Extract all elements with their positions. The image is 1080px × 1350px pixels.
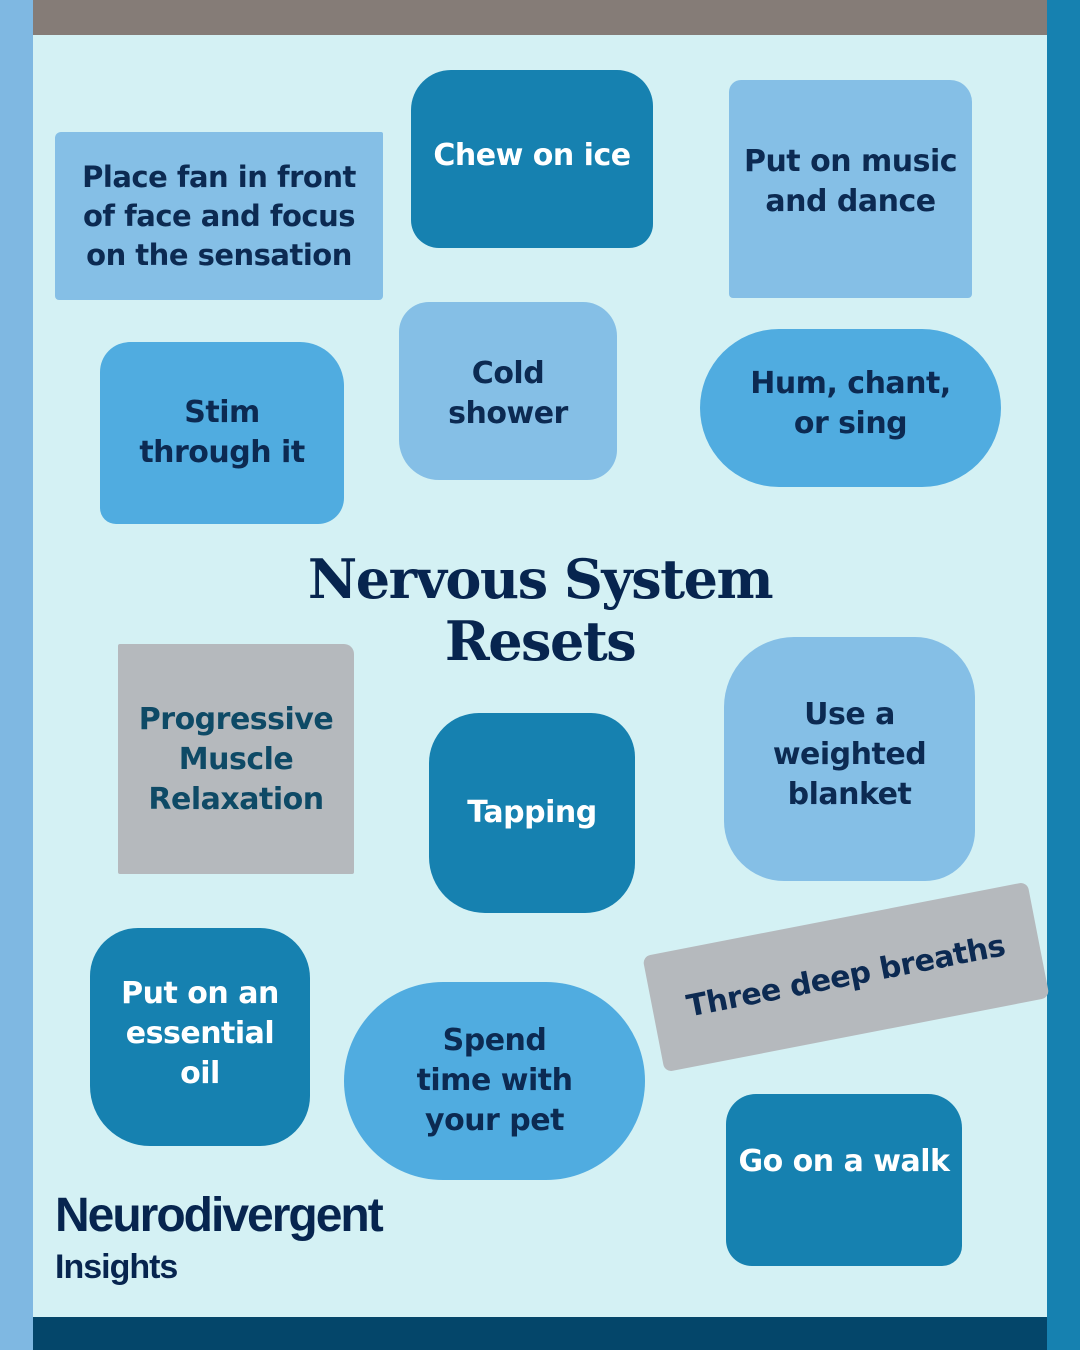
card-breaths-text: Three deep breaths	[683, 928, 1008, 1025]
card-ice-text: Chew on ice	[433, 138, 631, 173]
card-tapping-text: Tapping	[467, 795, 597, 830]
card-pet: Spend time with your pet	[344, 982, 645, 1180]
card-walk: Go on a walk	[726, 1094, 962, 1266]
top-border-bar	[33, 0, 1047, 35]
card-fan: Place fan in front of face and focus on …	[55, 132, 383, 300]
card-hum-text: Hum, chant, or sing	[750, 366, 951, 441]
card-blanket: Use a weighted blanket	[724, 637, 975, 881]
card-ice: Chew on ice	[411, 70, 653, 248]
brand-name: Neurodivergent	[55, 1189, 384, 1242]
card-music-text: Put on music and dance	[743, 144, 958, 219]
card-pmr: Progressive Muscle Relaxation	[118, 644, 354, 874]
title-line-1: Nervous System	[307, 547, 774, 611]
title-line-2: Resets	[444, 609, 637, 673]
left-border-stripe	[0, 0, 33, 1350]
card-walk-text: Go on a walk	[738, 1144, 950, 1179]
card-blanket-text: Use a weighted blanket	[772, 697, 927, 812]
card-music: Put on music and dance	[729, 80, 972, 298]
card-stim-text: Stim through it	[139, 395, 305, 470]
card-hum: Hum, chant, or sing	[700, 329, 1001, 487]
brand-subtitle: Insights	[55, 1248, 178, 1286]
card-shower-text: Cold shower	[448, 356, 568, 431]
card-breaths: Three deep breaths	[642, 881, 1050, 1073]
right-border-stripe	[1047, 0, 1080, 1350]
card-pmr-text: Progressive Muscle Relaxation	[138, 702, 334, 817]
card-tapping: Tapping	[429, 713, 635, 913]
card-stim: Stim through it	[100, 342, 344, 524]
card-oil: Put on an essential oil	[90, 928, 310, 1146]
card-shower: Cold shower	[399, 302, 617, 480]
card-pet-text: Spend time with your pet	[416, 1023, 573, 1138]
card-oil-text: Put on an essential oil	[121, 976, 279, 1091]
bottom-border-bar	[33, 1317, 1047, 1350]
page-title: Nervous System Resets	[200, 548, 880, 672]
card-fan-text: Place fan in front of face and focus on …	[82, 159, 356, 272]
